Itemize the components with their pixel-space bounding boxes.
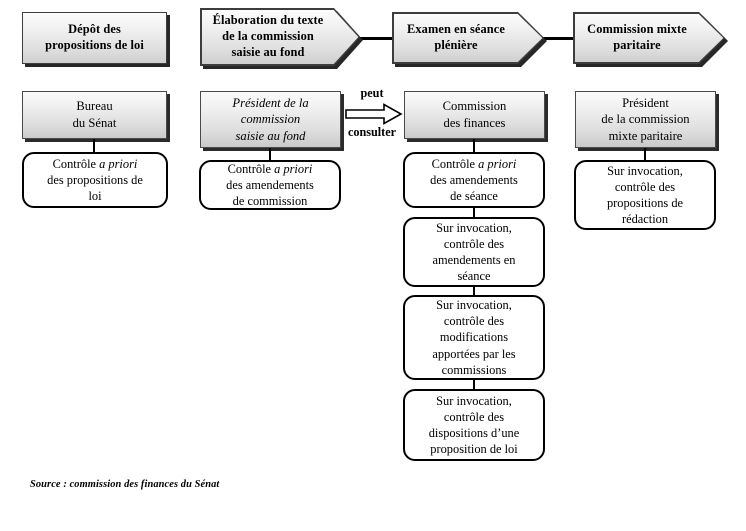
connector-bureau-to-control <box>93 139 96 153</box>
header-connector-3-to-4 <box>541 37 573 40</box>
connector-president-cmp-to-control <box>644 148 647 161</box>
stage-header-seance-pleniere-fill <box>394 14 543 63</box>
source-caption: Source : commission des finances du Séna… <box>30 479 220 490</box>
stage-header-cmp-fill <box>575 14 724 63</box>
connector-control-2-to-3 <box>473 287 476 296</box>
stage-header-elaboration-fill <box>202 10 359 65</box>
block-arrow-right-icon <box>345 103 403 125</box>
peut-consulter-label-top: peut <box>360 86 384 100</box>
connector-control-1-to-2 <box>473 208 476 218</box>
connector-finances-to-control-1 <box>473 139 476 153</box>
connector-control-3-to-4 <box>473 380 476 390</box>
peut-consulter-connector[interactable]: peut consulter <box>344 86 404 144</box>
header-connector-2-to-3 <box>359 37 392 40</box>
peut-consulter-label-bottom: consulter <box>347 125 397 139</box>
connector-president-fond-to-control <box>269 148 272 161</box>
